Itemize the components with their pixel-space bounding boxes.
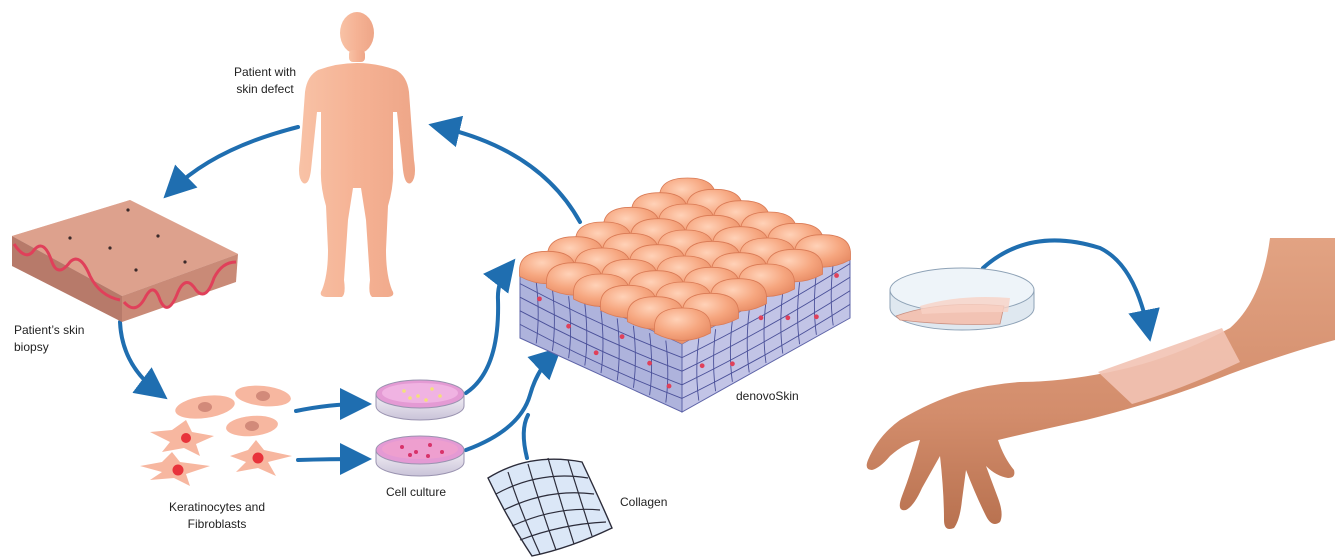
arrow-fibroblasts-to-dish xyxy=(298,459,360,460)
petri-dish-icon xyxy=(376,380,464,420)
skin-substitute-icon xyxy=(520,178,851,412)
arrow-patient-to-biopsy xyxy=(172,127,298,190)
cell-icon xyxy=(225,414,279,438)
cell-icon xyxy=(174,392,236,422)
denovoskin-label: denovoSkin xyxy=(736,388,799,405)
patient-label-line1: Patient with xyxy=(228,64,302,81)
arrow-collagen-to-skin xyxy=(524,415,528,458)
biopsy-label-line2: biopsy xyxy=(14,339,84,356)
patient-label: Patient with skin defect xyxy=(228,64,302,98)
arrow-dish2-to-skin xyxy=(466,355,553,450)
keratinocytes-group xyxy=(174,383,292,438)
cells-label: Keratinocytes and Fibroblasts xyxy=(150,499,284,533)
cell-icon xyxy=(234,383,292,409)
cell-culture-label: Cell culture xyxy=(386,484,446,501)
petri-dish-icon xyxy=(890,268,1034,330)
arrow-skin-to-patient xyxy=(440,127,580,222)
cell-icon xyxy=(140,452,210,486)
collagen-mesh-icon xyxy=(488,458,612,556)
biopsy-label: Patient’s skin biopsy xyxy=(14,322,84,356)
cells-label-line2: Fibroblasts xyxy=(150,516,284,533)
cell-icon xyxy=(230,440,292,476)
skin-biopsy-icon xyxy=(12,200,238,322)
arrow-biopsy-to-cells xyxy=(120,322,158,392)
patient-label-line2: skin defect xyxy=(228,81,302,98)
collagen-label: Collagen xyxy=(620,494,667,511)
cell-icon xyxy=(150,420,214,456)
arrow-keratinocytes-to-dish xyxy=(296,404,360,411)
human-body-icon xyxy=(299,12,415,297)
biopsy-label-line1: Patient’s skin xyxy=(14,322,84,339)
cells-label-line1: Keratinocytes and xyxy=(150,499,284,516)
petri-dish-icon xyxy=(376,436,464,476)
arrow-dish1-to-skin xyxy=(466,268,508,393)
